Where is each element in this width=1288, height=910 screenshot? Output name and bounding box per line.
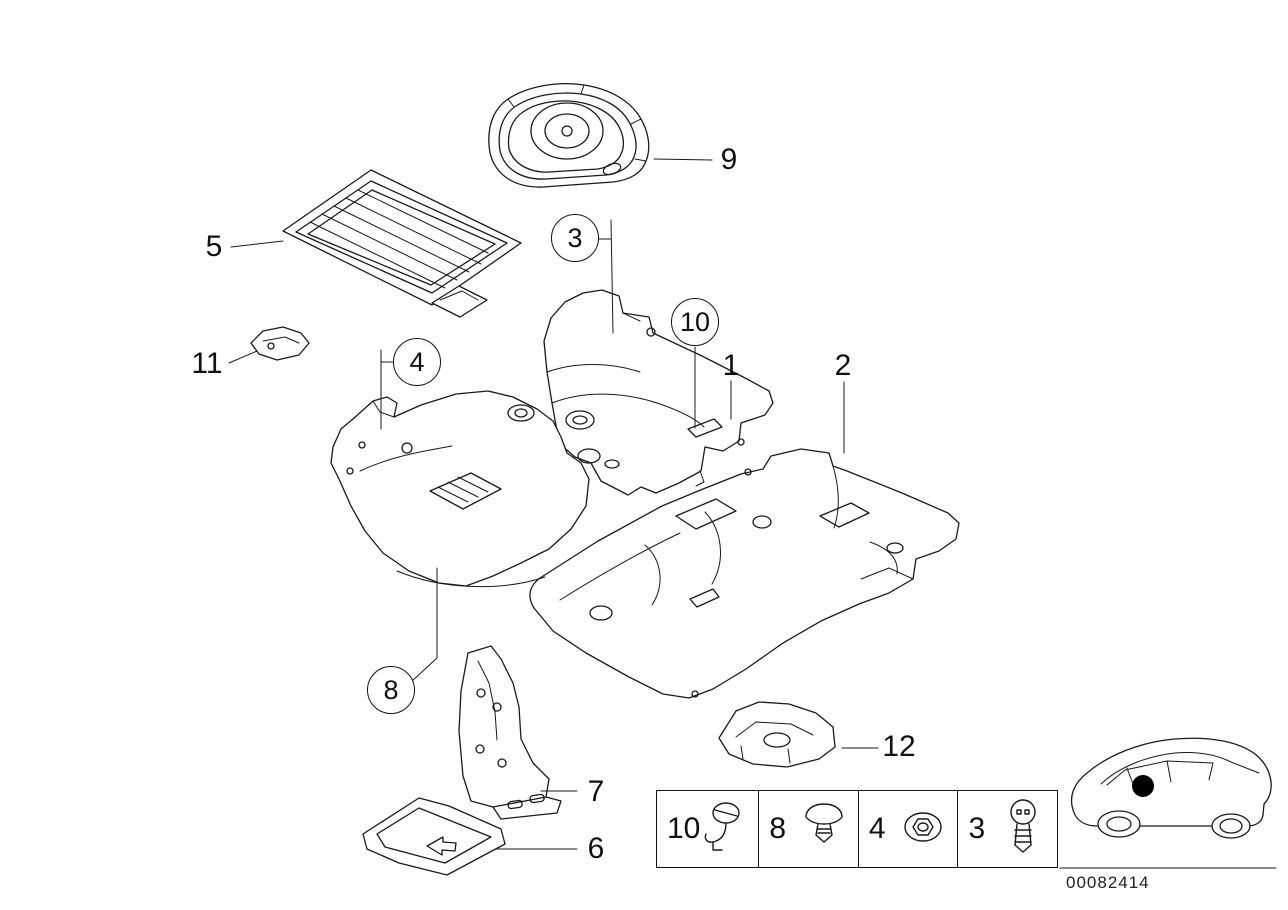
callout-10[interactable]: 10	[671, 298, 719, 346]
callout-3[interactable]: 3	[551, 214, 599, 262]
callout-2[interactable]: 2	[834, 349, 852, 382]
screw-clip-icon	[705, 802, 741, 851]
part-12-bracket-drawing	[718, 701, 836, 768]
part-location-dot	[1132, 775, 1154, 797]
part-1-front-right-carpet-drawing	[543, 289, 774, 496]
callout-6[interactable]: 6	[587, 832, 605, 865]
callout-9[interactable]: 9	[720, 143, 738, 176]
part-6-tray-drawing	[362, 797, 506, 876]
legend-item-10[interactable]: 10	[657, 791, 760, 867]
legend-item-3[interactable]: 3	[958, 791, 1057, 867]
legend-item-4[interactable]: 4	[859, 791, 959, 867]
callout-7[interactable]: 7	[587, 775, 605, 808]
legend-number-4: 4	[868, 812, 886, 845]
callout-1[interactable]: 1	[722, 349, 740, 382]
legend-number-3: 3	[968, 812, 986, 845]
callout-8[interactable]: 8	[367, 666, 415, 714]
part-4-front-left-carpet-drawing	[330, 390, 590, 588]
callout-12[interactable]: 12	[882, 730, 916, 763]
legend-number-10: 10	[667, 812, 701, 845]
legend-number-8: 8	[769, 812, 787, 845]
part-2-rear-carpet-drawing	[529, 448, 960, 699]
document-number: 00082414	[1066, 873, 1150, 892]
callout-11[interactable]: 11	[191, 347, 223, 380]
leader-lines	[228, 158, 879, 850]
push-rivet-icon	[805, 803, 843, 843]
car-thumbnail-drawing	[1070, 737, 1272, 839]
expansion-rivet-icon	[1010, 799, 1036, 853]
callout-4[interactable]: 4	[393, 338, 441, 386]
plastic-nut-icon	[904, 812, 943, 842]
part-7-bracket-drawing	[458, 645, 562, 820]
legend-item-8[interactable]: 8	[759, 791, 859, 867]
part-11-cap-drawing	[250, 326, 310, 361]
callout-5[interactable]: 5	[205, 230, 223, 263]
part-5-tray-drawing	[282, 169, 522, 318]
fastener-legend: 10 8 4 3	[656, 790, 1058, 868]
part-9-cover-drawing	[488, 83, 650, 188]
